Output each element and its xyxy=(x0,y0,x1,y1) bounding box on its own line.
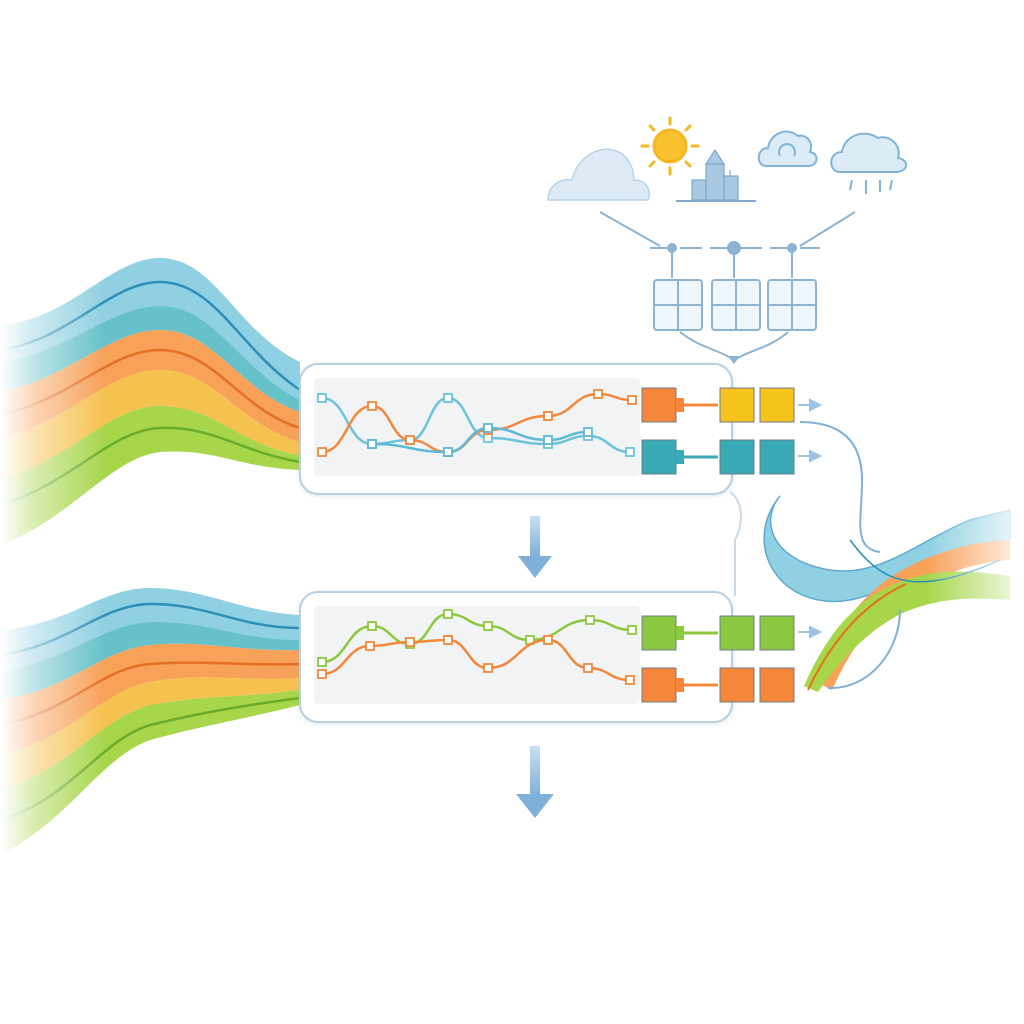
series-point xyxy=(593,389,603,399)
series-point xyxy=(365,641,375,651)
sensor-grid-array xyxy=(653,279,817,364)
output-block xyxy=(641,439,677,475)
series-point xyxy=(543,435,553,445)
series-point xyxy=(317,393,327,403)
output-stream xyxy=(763,421,1024,710)
series-point xyxy=(443,635,453,645)
series-point xyxy=(483,663,493,673)
chart-area xyxy=(314,378,640,476)
stream-fade xyxy=(780,490,1024,710)
sensor-grid-icon xyxy=(653,279,703,331)
connector-line xyxy=(599,211,661,247)
node-dot xyxy=(667,243,677,253)
input-stream-lower xyxy=(0,570,301,870)
stream-fade xyxy=(0,240,300,560)
series-point xyxy=(317,447,327,457)
down-arrow-icon xyxy=(518,516,552,578)
output-block xyxy=(641,667,677,703)
series-point xyxy=(483,433,493,443)
down-arrow-icon xyxy=(516,746,554,818)
arrowhead-icon xyxy=(728,356,740,364)
sensor-grid-icon xyxy=(711,279,761,331)
series-point xyxy=(317,657,327,667)
series-point xyxy=(627,625,637,635)
lower-processing-panel xyxy=(299,591,795,723)
cloud-recycle-icon xyxy=(757,130,818,167)
block-connector xyxy=(676,626,684,640)
series-point xyxy=(543,635,553,645)
series-point xyxy=(585,615,595,625)
series-point xyxy=(583,663,593,673)
series-point xyxy=(625,675,635,685)
output-block xyxy=(641,615,677,651)
stream-fade xyxy=(0,570,300,870)
series-point xyxy=(483,621,493,631)
block-connector xyxy=(676,678,684,692)
series-blue-echo xyxy=(367,423,593,457)
connector-line xyxy=(799,211,856,247)
output-block xyxy=(759,439,795,475)
factory-icon xyxy=(676,148,756,202)
series-point xyxy=(317,669,327,679)
series-point xyxy=(583,427,593,437)
series-point xyxy=(405,435,415,445)
series-point xyxy=(483,423,493,433)
output-block xyxy=(719,667,755,703)
series-point xyxy=(443,447,453,457)
block-connector xyxy=(676,450,684,464)
node-dot xyxy=(787,243,797,253)
rain-cloud-icon xyxy=(830,132,907,194)
series-point xyxy=(443,393,453,403)
series-point xyxy=(443,609,453,619)
node-dot xyxy=(727,241,741,255)
series-orange xyxy=(317,635,635,685)
block-connector xyxy=(676,398,684,412)
merge-line xyxy=(679,331,789,361)
series-point xyxy=(367,401,377,411)
series-point xyxy=(543,411,553,421)
input-stream-upper xyxy=(0,240,301,560)
series-point xyxy=(627,395,637,405)
sensor-grid-icon xyxy=(767,279,817,331)
output-block xyxy=(719,387,755,423)
series-point xyxy=(367,439,377,449)
collector-network xyxy=(599,211,856,278)
output-block xyxy=(719,615,755,651)
output-block xyxy=(641,387,677,423)
output-block xyxy=(719,439,755,475)
series-point xyxy=(367,621,377,631)
upper-processing-panel xyxy=(299,363,795,495)
panel-connector xyxy=(729,491,742,596)
sun-icon xyxy=(640,116,700,176)
environment-sources xyxy=(547,116,907,202)
cloud-icon xyxy=(547,148,650,201)
series-point xyxy=(405,637,415,647)
output-block xyxy=(759,387,795,423)
series-point xyxy=(625,447,635,457)
